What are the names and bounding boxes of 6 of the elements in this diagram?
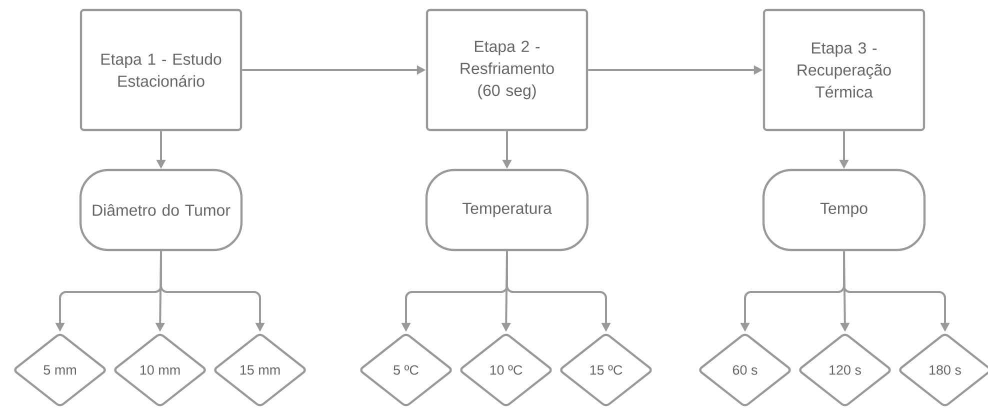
rounded-box: Diâmetro do Tumor bbox=[79, 168, 243, 252]
rounded-box: Temperatura bbox=[425, 168, 589, 252]
process-box: Etapa 1 - Estudo Estacionário bbox=[80, 8, 242, 132]
process-box: Etapa 2 - Resfriamento (60 seg) bbox=[426, 8, 588, 132]
rounded-box: Tempo bbox=[762, 168, 926, 252]
process-box: Etapa 3 - Recuperação Térmica bbox=[762, 8, 926, 132]
